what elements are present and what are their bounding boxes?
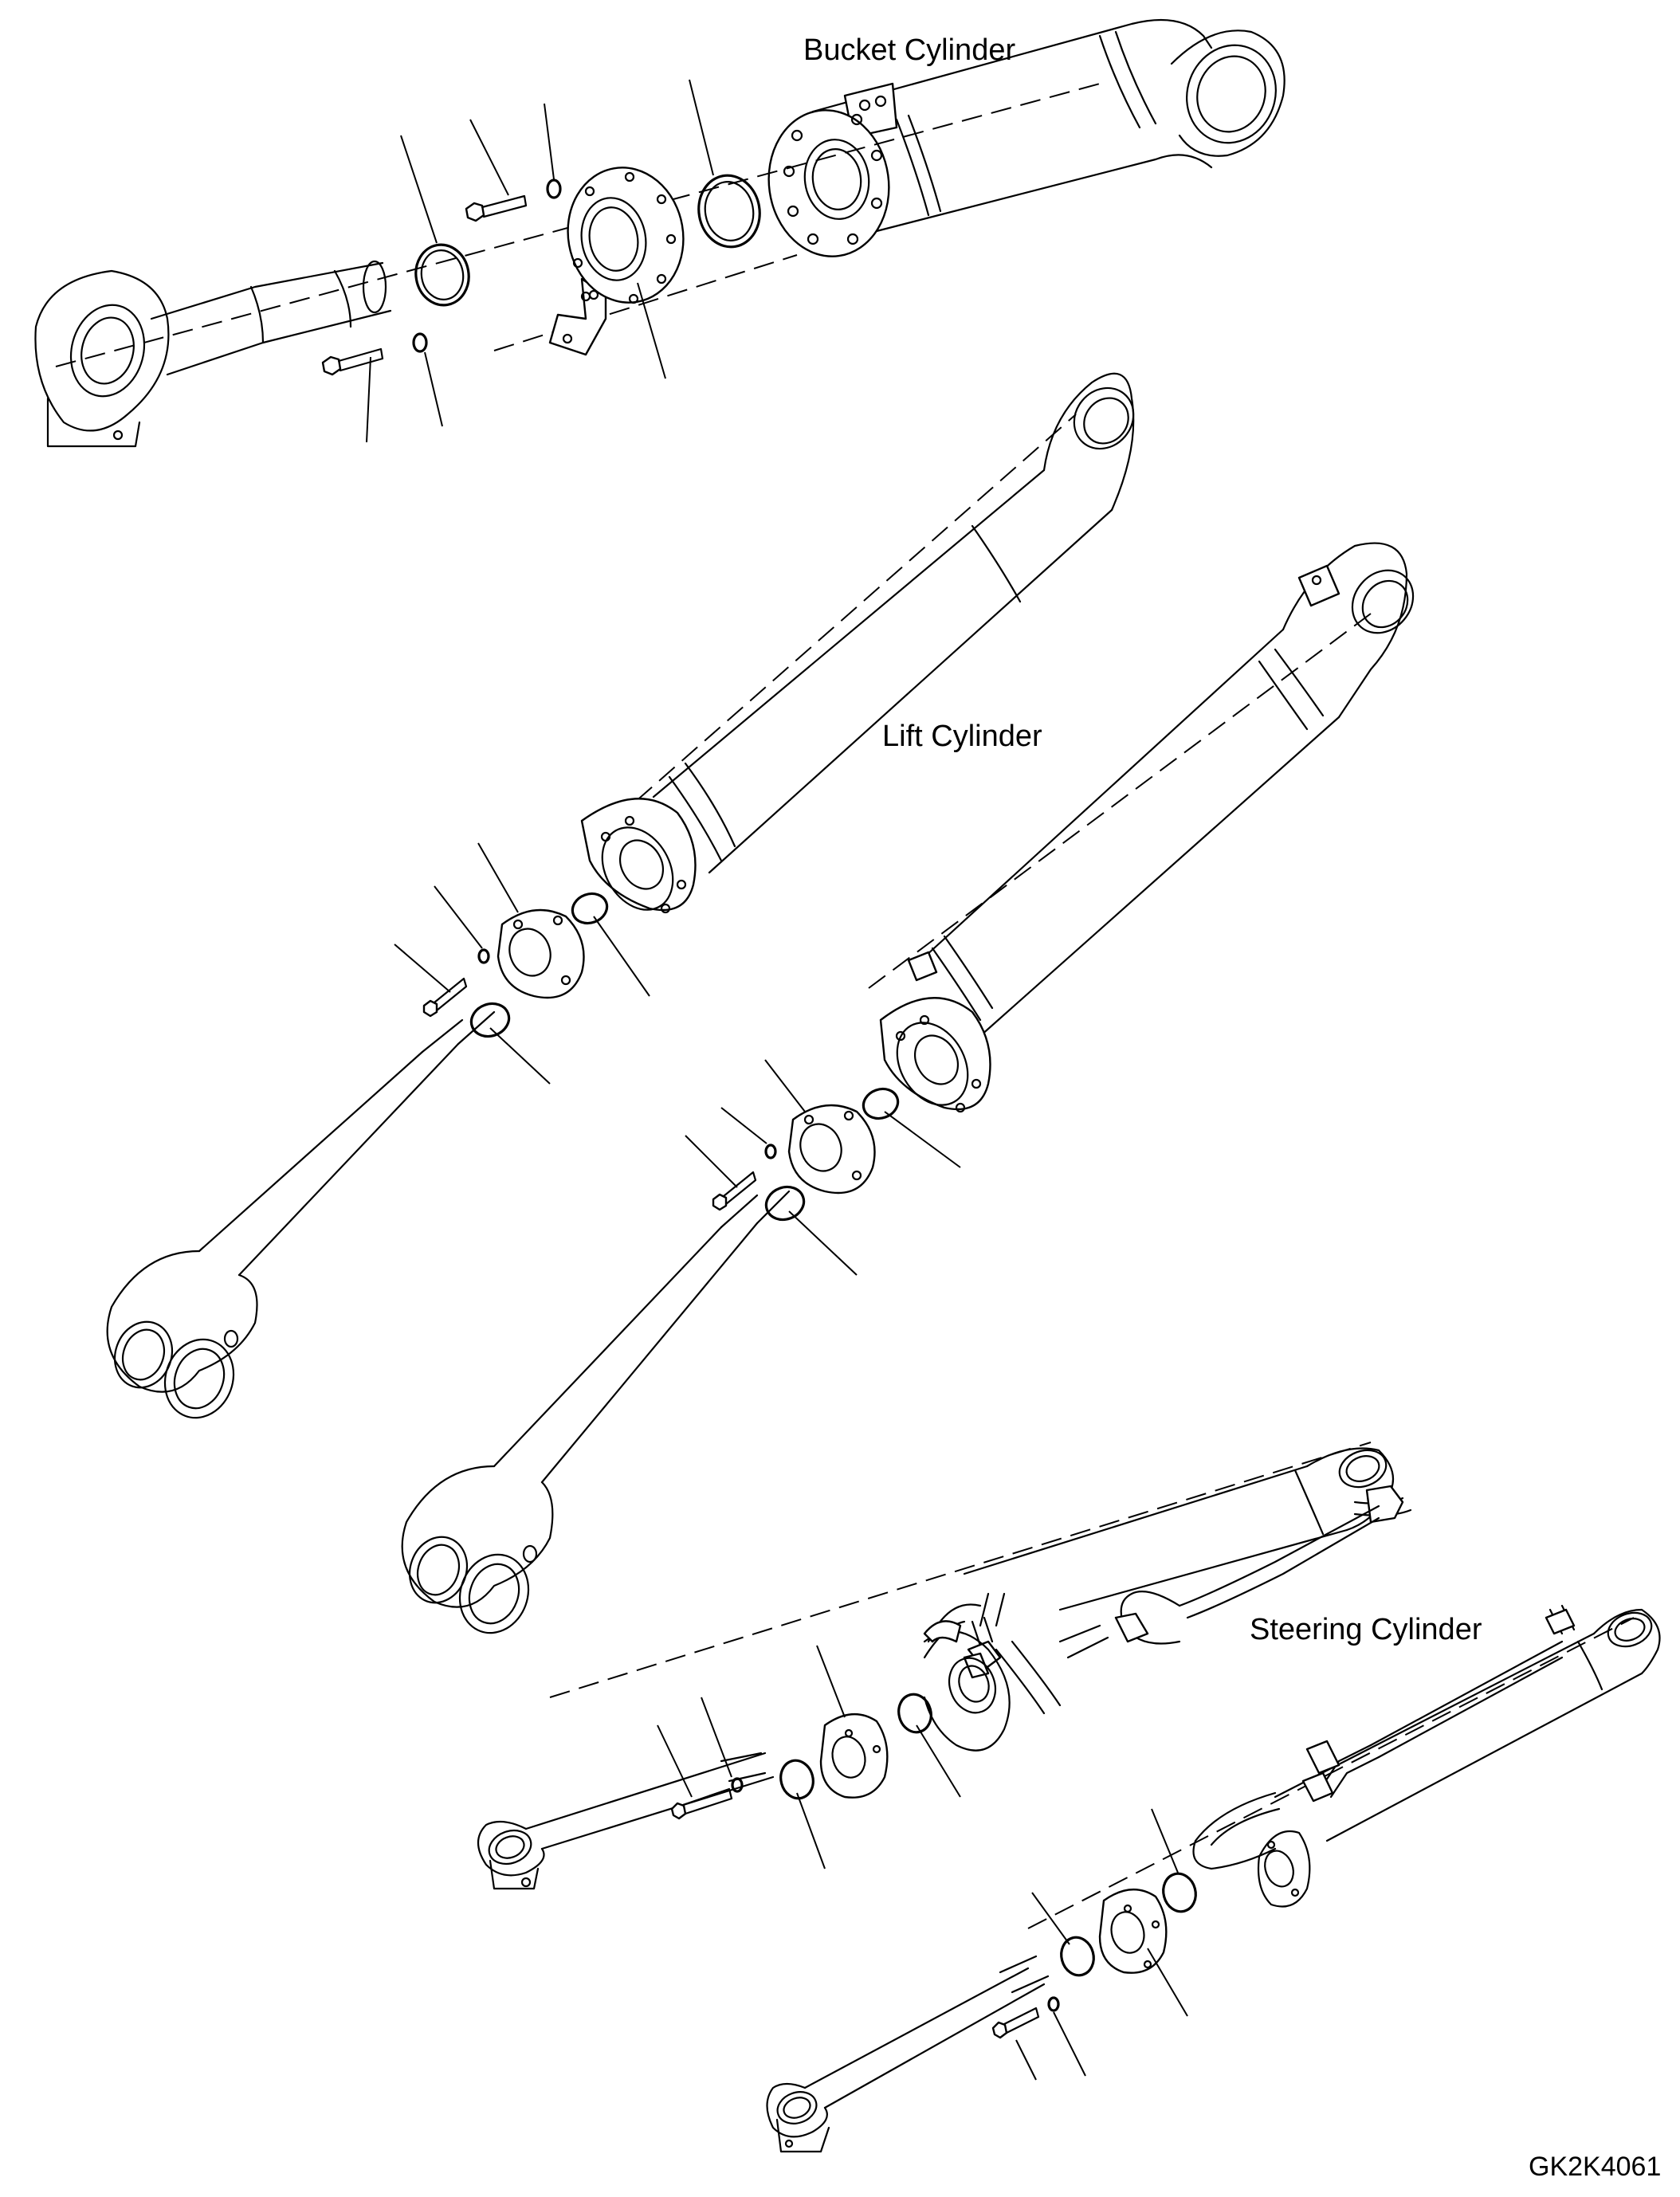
bucket-flange (567, 167, 685, 304)
steering-lower-washer (1047, 1996, 1060, 2012)
bucket-o-ring-right (697, 174, 761, 249)
lift-cylinder-right-assembly (401, 542, 1415, 1634)
steering-upper-leader-lines (657, 1645, 961, 1869)
steering-cylinder-label: Steering Cylinder (1250, 1613, 1482, 1646)
steering-upper-rod (477, 1752, 775, 1890)
bucket-washer-lower (412, 332, 428, 353)
lift-right-washer (764, 1144, 777, 1159)
bucket-piston-rod (34, 260, 392, 448)
steering-lower-o-ring-left (1060, 1936, 1095, 1977)
lift-left-leader-lines (394, 842, 650, 1085)
lift-left-flange (497, 908, 585, 999)
steering-lower-o-ring-right (1162, 1872, 1197, 1913)
steering-lower-hoses (1192, 1604, 1576, 1870)
lift-left-rod (106, 1010, 496, 1419)
steering-lower-rod (766, 1955, 1050, 2153)
lift-right-tube (868, 542, 1415, 1038)
steering-lower-tube (1027, 1608, 1661, 1929)
steering-cylinder-lower-assembly (766, 1604, 1661, 2153)
lift-cylinder-label: Lift Cylinder (882, 720, 1042, 753)
bucket-washer-upper (546, 179, 562, 199)
steering-upper-o-ring-left (779, 1759, 814, 1800)
lift-right-port (907, 951, 938, 982)
steering-upper-hoses (963, 1485, 1412, 1715)
steering-upper-head (923, 1603, 1011, 1752)
steering-upper-bolt (670, 1787, 733, 1820)
lift-right-leader-lines (685, 1059, 961, 1276)
bucket-cylinder-tube (811, 18, 1286, 233)
bucket-bolt-upper (465, 194, 528, 222)
lift-left-tube (613, 372, 1135, 874)
drawing-code: GK2K4061 (1529, 2152, 1662, 2182)
lift-right-o-ring-lower (764, 1185, 806, 1222)
bucket-leader-lines (366, 79, 714, 443)
bucket-cylinder-assembly (34, 18, 1286, 448)
bucket-cylinder-head (767, 109, 890, 257)
steering-upper-washer (731, 1777, 744, 1793)
steering-cylinder-upper-assembly (477, 1442, 1412, 1890)
lift-left-washer (477, 948, 490, 964)
lift-left-bolt (422, 977, 468, 1018)
steering-lower-head (1257, 1830, 1311, 1908)
lift-cylinder-left-assembly (106, 372, 1135, 1419)
lift-right-head (879, 997, 991, 1113)
lift-left-o-ring-lower (469, 1002, 511, 1038)
lift-right-flange (787, 1104, 876, 1195)
bucket-o-ring-left (414, 243, 470, 307)
steering-lower-bolt (991, 2007, 1040, 2039)
lift-right-o-ring-upper (862, 1087, 900, 1120)
steering-upper-gland (819, 1712, 889, 1799)
bucket-bolt-lower (321, 347, 384, 376)
lift-right-rod (401, 1190, 791, 1634)
lift-left-head (580, 798, 697, 914)
lift-left-o-ring-upper (571, 892, 609, 925)
steering-lower-leader-lines (1015, 1808, 1188, 2081)
bucket-cylinder-label: Bucket Cylinder (803, 33, 1016, 67)
lift-right-bolt (712, 1171, 757, 1211)
steering-lower-gland (1098, 1888, 1168, 1974)
